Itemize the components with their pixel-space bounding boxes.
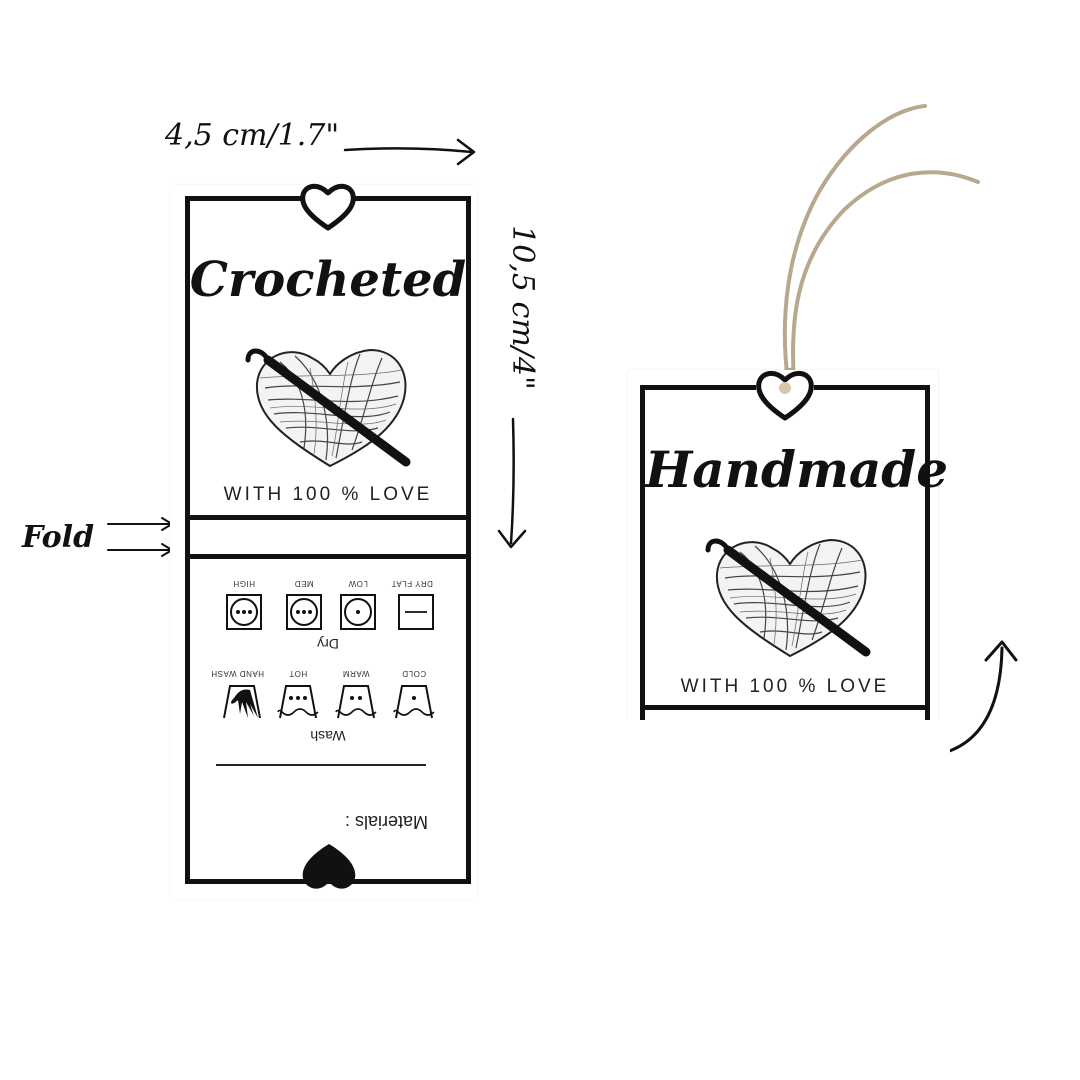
hand-wash-item: HAND WASH — [210, 669, 264, 722]
tag-right-bottom-line — [640, 705, 930, 710]
width-arrow-icon — [343, 138, 476, 166]
wash-hot-label: HOT — [288, 669, 308, 678]
dryer-med-label: MED — [294, 579, 314, 588]
wash-warm-icon — [335, 685, 377, 719]
tag-right-tagline: WITH 100 % LOVE — [680, 676, 890, 697]
fold-label: Fold — [22, 520, 95, 555]
dry-flat-item: DRY FLAT — [384, 579, 436, 632]
wash-hot-icon — [277, 685, 319, 719]
fold-line-bottom — [185, 554, 471, 559]
height-arrow-icon — [497, 417, 527, 549]
wash-warm-label: WARM — [342, 669, 370, 678]
yarn-heart-hook-icon — [245, 348, 411, 468]
hand-wash-label: HAND WASH — [210, 669, 264, 678]
tag-right-bottom-mask — [620, 720, 950, 760]
heart-filled-icon — [302, 844, 356, 889]
dry-heading: Dry — [317, 636, 339, 652]
dryer-low-label: LOW — [348, 579, 368, 588]
fold-line-top — [185, 515, 471, 520]
hand-wash-icon — [223, 685, 261, 719]
height-annotation: 10,5 cm/4" — [505, 225, 540, 390]
height-label: 10,5 cm/4" — [504, 225, 540, 390]
materials-label: Materials : — [344, 812, 428, 832]
wash-cold-item: COLD — [388, 669, 436, 722]
width-label: 4,5 cm/1.7" — [165, 118, 340, 153]
width-annotation: 4,5 cm/1.7" — [165, 118, 339, 153]
care-section: Materials : Wash COLD WARM — [190, 560, 466, 872]
fold-annotation: Fold — [22, 520, 94, 555]
tag-right-title: Handmade — [645, 440, 949, 499]
dry-flat-label: DRY FLAT — [391, 579, 433, 588]
heart-hole-icon — [756, 370, 814, 421]
fold-arrows-icon — [107, 517, 174, 557]
dry-flat-icon — [398, 594, 434, 630]
wash-cold-icon — [393, 685, 435, 719]
dryer-high-label: HIGH — [233, 579, 255, 588]
tag-left-tagline: WITH 100 % LOVE — [223, 484, 433, 505]
wash-heading: Wash — [310, 728, 346, 744]
dryer-med-icon — [286, 594, 322, 630]
care-divider — [216, 764, 426, 766]
heart-outline-icon — [300, 183, 356, 231]
tag-right-card — [628, 370, 938, 720]
yarn-heart-hook-icon — [705, 538, 871, 658]
wash-warm-item: WARM — [330, 669, 378, 722]
wash-hot-item: HOT — [272, 669, 320, 722]
dryer-low-item: LOW — [334, 579, 378, 632]
dryer-high-item: HIGH — [220, 579, 264, 632]
dryer-low-icon — [340, 594, 376, 630]
dry-row: DRY FLAT LOW MED HIGH — [216, 572, 436, 632]
tag-string-icon — [779, 104, 980, 384]
tag-left-title: Crocheted — [189, 252, 467, 308]
wash-row: COLD WARM HOT HAND WASH — [211, 662, 436, 722]
dryer-med-item: MED — [280, 579, 324, 632]
dryer-high-icon — [226, 594, 262, 630]
wash-cold-label: COLD — [401, 669, 427, 678]
tag-left-card — [170, 185, 477, 900]
